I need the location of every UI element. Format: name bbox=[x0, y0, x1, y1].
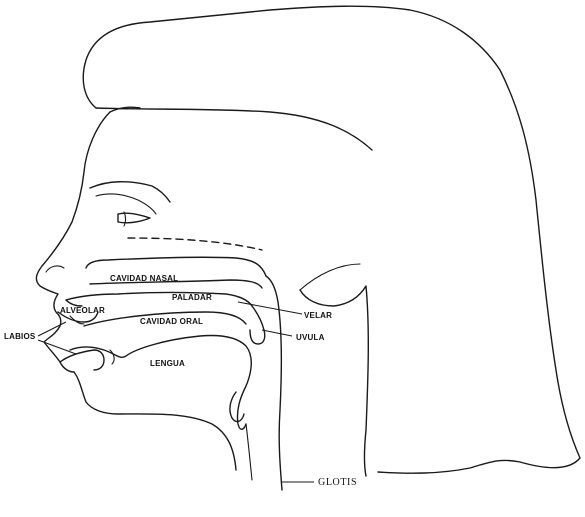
larynx-line bbox=[246, 424, 252, 480]
label-velar: VELAR bbox=[304, 311, 332, 320]
label-lengua: LENGUA bbox=[150, 359, 185, 368]
nostril bbox=[46, 266, 64, 272]
label-paladar: PALADAR bbox=[172, 293, 212, 302]
neck-curve bbox=[300, 264, 360, 290]
label-cavidad-oral: CAVIDAD ORAL bbox=[140, 317, 203, 326]
eyelid-upper bbox=[96, 194, 156, 214]
hair-outline bbox=[83, 6, 580, 473]
label-alveolar: ALVEOLAR bbox=[60, 306, 105, 315]
chin-outline bbox=[74, 372, 236, 470]
labios-leader-upper bbox=[38, 322, 66, 336]
tongue-outline bbox=[70, 335, 251, 429]
eyebrow bbox=[90, 182, 170, 202]
eye-pupil bbox=[124, 212, 126, 226]
lower-lip bbox=[60, 350, 104, 370]
uvula-leader bbox=[262, 330, 292, 336]
labios-leader-lower bbox=[38, 340, 76, 354]
hard-palate bbox=[66, 293, 252, 307]
label-cavidad-nasal: CAVIDAD NASAL bbox=[110, 274, 178, 283]
eye bbox=[118, 213, 150, 223]
nasal-dashed-boundary bbox=[128, 238, 262, 250]
label-uvula: UVULA bbox=[296, 333, 325, 342]
label-labios: LABIOS bbox=[4, 332, 36, 341]
velar-leader bbox=[238, 302, 302, 314]
hair-inner-line bbox=[96, 108, 372, 150]
face-profile bbox=[36, 112, 110, 372]
label-glotis: GLOTIS bbox=[318, 477, 357, 488]
velum bbox=[250, 306, 265, 344]
